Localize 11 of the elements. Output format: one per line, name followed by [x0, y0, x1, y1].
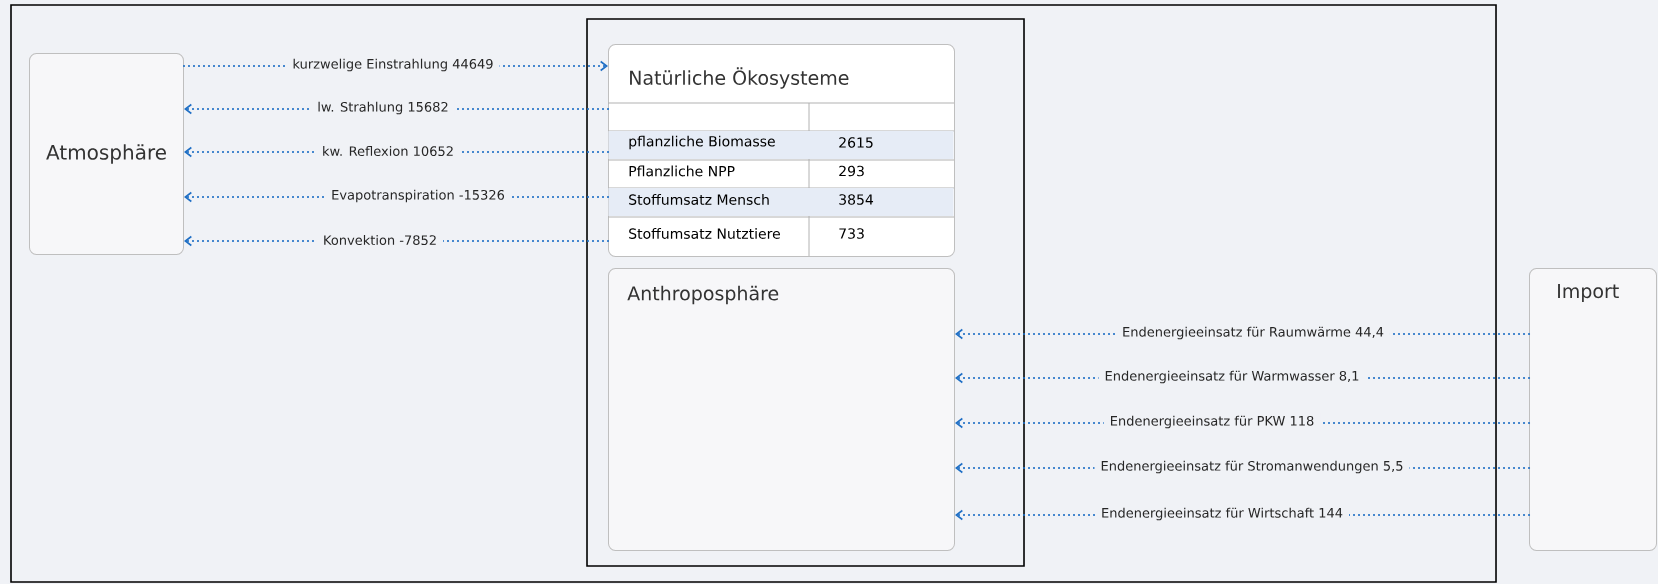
table-cell: pflanzliche Biomasse [629, 135, 775, 150]
table-cell: 733 [839, 228, 864, 239]
import-box: Import [1529, 268, 1657, 551]
table-cell: 293 [839, 165, 864, 177]
anthroposphere-box: Anthroposphäre [608, 268, 955, 551]
table-cell: 2615 [839, 137, 873, 148]
table-cell: 3854 [839, 194, 874, 205]
atmosphere-box: Atmosphäre [29, 53, 184, 255]
table-cell: Stoffumsatz Nutztiere [629, 228, 780, 239]
table-cell: Pflanzliche NPP [629, 165, 735, 177]
table-cell: Stoffumsatz Mensch [629, 194, 769, 205]
